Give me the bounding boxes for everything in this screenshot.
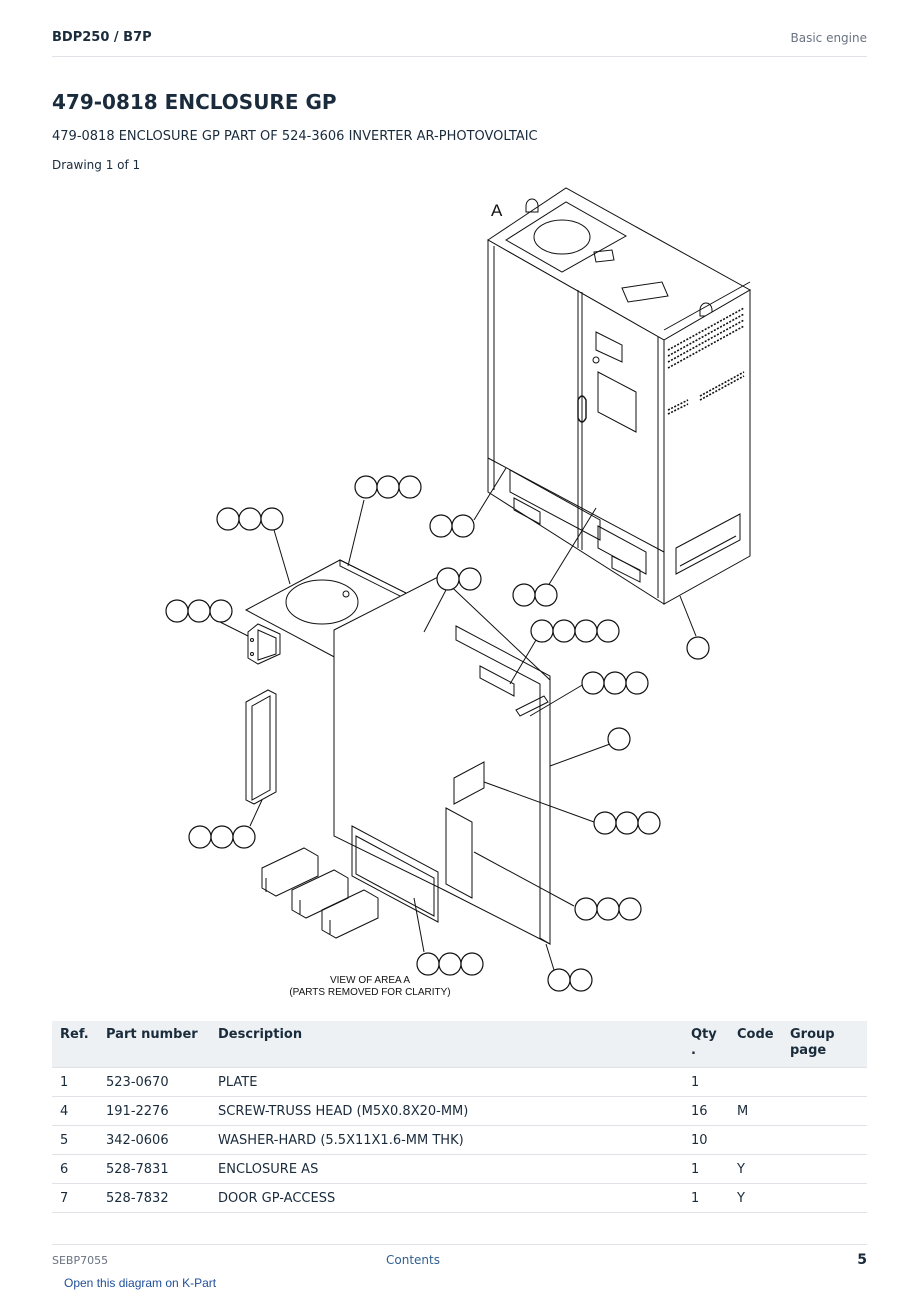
- cell-ref: 4: [52, 1096, 98, 1126]
- cell-code: Y: [729, 1183, 782, 1213]
- page-number: 5: [857, 1252, 867, 1268]
- exploded-parts-diagram: A VIEW OF AREA A (PARTS REMOVED FOR CLAR…: [165, 187, 752, 998]
- cell-part-number: 528-7832: [98, 1183, 210, 1213]
- cell-description: WASHER-HARD (5.5X11X1.6-MM THK): [210, 1125, 683, 1155]
- cell-qty: 10: [683, 1125, 729, 1155]
- cell-ref: 6: [52, 1154, 98, 1184]
- cell-ref: 5: [52, 1125, 98, 1155]
- cell-qty: 1: [683, 1067, 729, 1097]
- header-qty: Qty .: [683, 1021, 729, 1068]
- back-panel: [333, 575, 551, 945]
- cell-code: M: [729, 1096, 782, 1126]
- cell-description: ENCLOSURE AS: [210, 1154, 683, 1184]
- cell-group-page: [782, 1125, 867, 1155]
- section-label: Basic engine: [790, 31, 867, 45]
- table-row: 6 528-7831 ENCLOSURE AS 1 Y: [52, 1154, 867, 1184]
- page-subtitle: 479-0818 ENCLOSURE GP PART OF 524-3606 I…: [52, 129, 538, 144]
- cell-ref: 7: [52, 1183, 98, 1213]
- header-group-page: Group page: [782, 1021, 867, 1068]
- cell-group-page: [782, 1096, 867, 1126]
- document-id: SEBP7055: [52, 1254, 109, 1267]
- header-description: Description: [210, 1021, 683, 1068]
- cell-group-page: [782, 1067, 867, 1097]
- cell-code: [729, 1125, 782, 1155]
- table-row: 5 342-0606 WASHER-HARD (5.5X11X1.6-MM TH…: [52, 1125, 867, 1155]
- table-header-row: Ref. Part number Description Qty . Code …: [52, 1021, 867, 1068]
- drawing-count: Drawing 1 of 1: [52, 158, 141, 172]
- vertical-bracket: [245, 689, 277, 805]
- cell-part-number: 528-7831: [98, 1154, 210, 1184]
- cell-group-page: [782, 1154, 867, 1184]
- callout-balloons: [165, 475, 710, 992]
- feet-brackets: [261, 847, 379, 939]
- header-code: Code: [729, 1021, 782, 1068]
- page-header: BDP250 / B7P Basic engine: [52, 28, 867, 57]
- cell-part-number: 523-0670: [98, 1067, 210, 1097]
- header-part-number: Part number: [98, 1021, 210, 1068]
- diagram-caption-line1: VIEW OF AREA A: [330, 975, 410, 986]
- cell-ref: 1: [52, 1067, 98, 1097]
- table-row: 4 191-2276 SCREW-TRUSS HEAD (M5X0.8X20-M…: [52, 1096, 867, 1126]
- cell-part-number: 342-0606: [98, 1125, 210, 1155]
- table-row: 1 523-0670 PLATE 1: [52, 1067, 867, 1097]
- header-ref: Ref.: [52, 1021, 98, 1068]
- cell-code: [729, 1067, 782, 1097]
- cell-qty: 16: [683, 1096, 729, 1126]
- table-row: 7 528-7832 DOOR GP-ACCESS 1 Y: [52, 1183, 867, 1213]
- cell-part-number: 191-2276: [98, 1096, 210, 1126]
- page-footer: SEBP7055 Contents 5: [52, 1244, 867, 1275]
- cell-description: SCREW-TRUSS HEAD (M5X0.8X20-MM): [210, 1096, 683, 1126]
- model-label: BDP250 / B7P: [52, 30, 152, 45]
- enclosure-cabinet: [487, 187, 752, 605]
- kpart-link[interactable]: Open this diagram on K-Part: [64, 1276, 217, 1290]
- cell-code: Y: [729, 1154, 782, 1184]
- page-title: 479-0818 ENCLOSURE GP: [52, 90, 337, 114]
- contents-link[interactable]: Contents: [386, 1253, 440, 1267]
- leader-lines: [215, 467, 697, 971]
- cell-qty: 1: [683, 1183, 729, 1213]
- cell-qty: 1: [683, 1154, 729, 1184]
- view-letter: A: [491, 201, 503, 220]
- cell-description: DOOR GP-ACCESS: [210, 1183, 683, 1213]
- cell-group-page: [782, 1183, 867, 1213]
- side-bracket: [247, 623, 281, 665]
- diagram-caption-line2: (PARTS REMOVED FOR CLARITY): [289, 987, 450, 998]
- cell-description: PLATE: [210, 1067, 683, 1097]
- parts-table: Ref. Part number Description Qty . Code …: [52, 1021, 867, 1213]
